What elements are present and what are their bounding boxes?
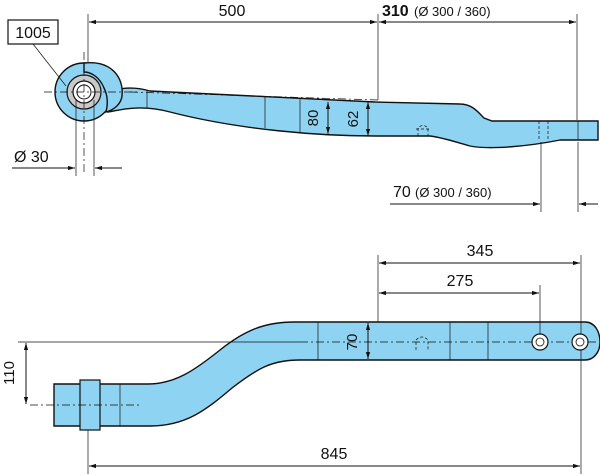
dim-845-label: 845 — [321, 446, 348, 463]
dim-d30-label: Ø 30 — [14, 149, 49, 166]
dim-80-label: 80 — [305, 110, 322, 127]
center-bolt-plan — [415, 336, 429, 350]
dim-310-label: 310 — [382, 3, 409, 20]
dim-275-label: 275 — [447, 273, 474, 290]
dim-70-note: (Ø 300 / 360) — [415, 185, 492, 200]
part-number-box — [7, 19, 59, 45]
dim-70-label: 70 — [393, 184, 411, 201]
part-number-leader — [32, 43, 67, 87]
dim-500-label: 500 — [219, 3, 246, 20]
dim-62-label: 62 — [345, 111, 362, 128]
dim-110-label: 110 — [1, 361, 18, 385]
dim-345-label: 345 — [467, 243, 494, 260]
dim-310-note: (Ø 300 / 360) — [414, 4, 491, 19]
dim-70v-label: 70 — [344, 334, 361, 351]
bottom-view: 345 275 70 110 845 — [1, 243, 600, 474]
part-number-label: 1005 — [15, 25, 51, 42]
spring-blade-top — [107, 87, 599, 149]
hole-2-inner — [575, 337, 585, 347]
hole-1-inner — [535, 337, 545, 347]
top-view: 500 310 (Ø 300 / 360) 62 80 Ø 30 70 (Ø 3… — [7, 3, 599, 212]
eye-wrap — [83, 62, 123, 113]
blade-centerline — [129, 91, 379, 101]
spring-blade-plan — [53, 321, 600, 427]
